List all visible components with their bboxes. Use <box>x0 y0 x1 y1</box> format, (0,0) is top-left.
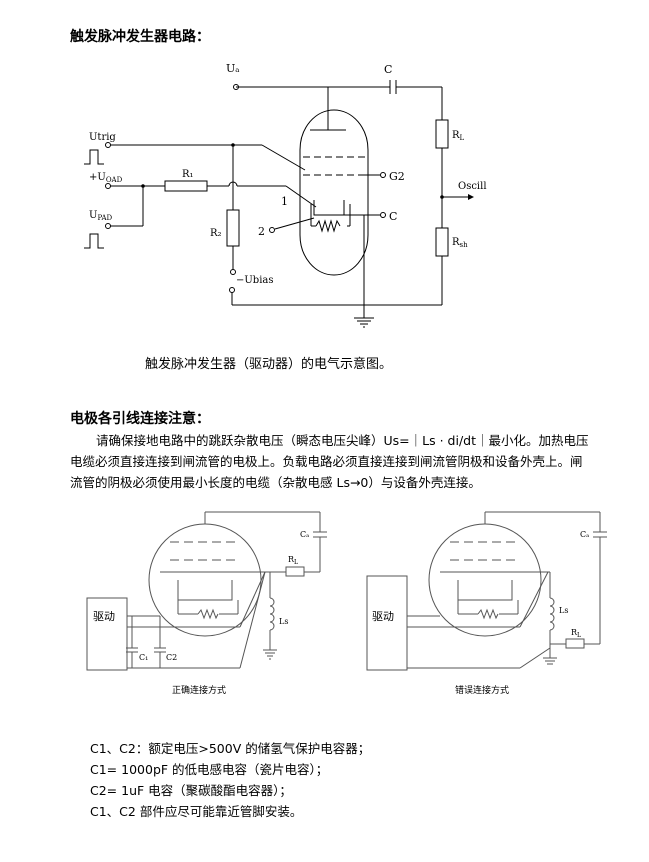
label-rl: RL <box>452 130 465 142</box>
label-c-top: C <box>384 63 392 76</box>
correct-rl-label: RL <box>288 555 298 566</box>
note-line: C2= 1uF 电容（聚碳酸酯电容器）； <box>90 783 292 798</box>
correct-tube <box>148 523 262 637</box>
label-r2: R₂ <box>210 228 222 239</box>
paragraph-line-2: 电缆必须直接连接到闸流管的电极上。负载电路必须直接连接到闸流管阴极和设备外壳上。… <box>70 454 583 469</box>
wrong-connection-diagram: 驱动 Cₐ Ls RL <box>366 511 607 671</box>
trigger-circuit-schematic: Uₐ C RL Oscill Rsh G2 C 1 2 <box>84 62 487 328</box>
note-line: C1、C2 部件应尽可能靠近管脚安装。 <box>90 804 303 819</box>
label-ubias: −Ubias <box>236 275 274 286</box>
paragraph-line-1: 请确保接地电路中的跳跃杂散电压（瞬态电压尖峰）Us=｜Ls · di/dt｜最小… <box>96 433 589 448</box>
wrong-rl-label: RL <box>571 628 581 639</box>
label-pin1: 1 <box>281 195 288 208</box>
capacitor-notes: C1、C2：额定电压>500V 的储氢气保护电容器； C1= 1000pF 的低… <box>90 738 370 822</box>
correct-caption: 正确连接方式 <box>172 684 226 696</box>
correct-c1-label: C₁ <box>139 653 148 662</box>
label-upad: UPAD <box>89 210 113 222</box>
label-c-right: C <box>389 210 397 223</box>
label-pin2: 2 <box>258 225 265 238</box>
note-line: C1、C2：额定电压>500V 的储氢气保护电容器； <box>90 741 371 756</box>
section-title-electrode-wiring: 电极各引线连接注意： <box>70 411 210 427</box>
resistor-rsh <box>435 227 449 257</box>
label-g2: G2 <box>389 170 405 183</box>
label-oscill: Oscill <box>458 181 487 192</box>
resistor-rl <box>435 119 449 149</box>
label-utrig: Utrig <box>89 132 116 143</box>
label-rsh: Rsh <box>452 237 468 249</box>
figure-caption-trigger: 触发脉冲发生器（驱动器）的电气示意图。 <box>145 357 393 372</box>
wrong-ca-label: Cₐ <box>580 530 589 539</box>
label-r1: R₁ <box>182 169 194 180</box>
correct-ca-label: Cₐ <box>300 530 309 539</box>
label-uload: +UOAD <box>89 172 123 184</box>
wrong-driver-label: 驱动 <box>372 610 394 623</box>
resistor-r2 <box>226 209 240 247</box>
thyratron-envelope <box>299 109 369 276</box>
correct-connection-diagram: 驱动 Cₐ RL C₁ C2 <box>86 511 327 671</box>
wrong-caption: 错误连接方式 <box>455 684 509 696</box>
wiring-paragraph: 请确保接地电路中的跳跃杂散电压（瞬态电压尖峰）Us=｜Ls · di/dt｜最小… <box>70 430 630 493</box>
wrong-ls-label: Ls <box>559 606 568 615</box>
label-ua: Uₐ <box>226 62 240 75</box>
paragraph-line-3: 流管的阴极必须使用最小长度的电缆（杂散电感 Ls→0）与设备外壳连接。 <box>70 475 481 490</box>
wiring-diagrams: 驱动 Cₐ RL C₁ C2 <box>86 511 607 696</box>
correct-c2-label: C2 <box>166 653 177 662</box>
correct-ls-label: Ls <box>279 617 288 626</box>
resistor-r1 <box>164 180 208 192</box>
correct-driver-label: 驱动 <box>93 610 115 623</box>
note-line: C1= 1000pF 的低电感电容（瓷片电容）； <box>90 762 329 777</box>
section-title-trigger-circuit: 触发脉冲发生器电路： <box>70 29 210 45</box>
